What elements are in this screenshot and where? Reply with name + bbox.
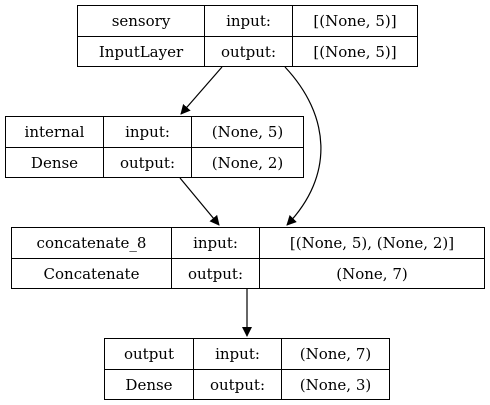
layer-type: Dense <box>125 375 173 394</box>
input-shape: (None, 5) <box>191 117 303 147</box>
node-bottom-row: Dense output: (None, 2) <box>6 147 303 177</box>
input-label: input: <box>171 228 259 258</box>
node-bottom-row: InputLayer output: [(None, 5)] <box>78 36 417 66</box>
layer-node-sensory[interactable]: sensory input: [(None, 5)] InputLayer ou… <box>77 5 418 67</box>
input-label: input: <box>193 339 281 369</box>
layer-type: InputLayer <box>98 42 184 61</box>
input-shape: (None, 7) <box>281 339 389 369</box>
node-bottom-row: Concatenate output: (None, 7) <box>12 258 484 288</box>
output-label: output: <box>193 370 281 399</box>
node-top-row: output input: (None, 7) <box>105 339 389 369</box>
layer-type: Concatenate <box>43 264 140 283</box>
output-label: output: <box>103 148 191 177</box>
layer-node-output[interactable]: output input: (None, 7) Dense output: (N… <box>104 338 390 400</box>
output-shape: (None, 7) <box>259 259 484 288</box>
edge-internal-concat <box>179 177 220 226</box>
edge-sensory-concat <box>284 66 322 226</box>
output-label: output: <box>204 37 292 66</box>
layer-type: Dense <box>30 153 79 172</box>
layer-node-internal[interactable]: internal input: (None, 5) Dense output: … <box>5 116 304 178</box>
output-label: output: <box>171 259 259 288</box>
layer-name: output <box>123 345 174 363</box>
input-label: input: <box>103 117 191 147</box>
node-bottom-row: Dense output: (None, 3) <box>105 369 389 399</box>
layer-name: concatenate_8 <box>36 234 147 252</box>
layer-name: sensory <box>111 12 171 30</box>
node-top-row: concatenate_8 input: [(None, 5), (None, … <box>12 228 484 258</box>
layer-node-concatenate[interactable]: concatenate_8 input: [(None, 5), (None, … <box>11 227 485 289</box>
output-shape: [(None, 5)] <box>292 37 417 66</box>
output-shape: (None, 3) <box>281 370 389 399</box>
output-shape: (None, 2) <box>191 148 303 177</box>
node-top-row: internal input: (None, 5) <box>6 117 303 147</box>
node-top-row: sensory input: [(None, 5)] <box>78 6 417 36</box>
layer-name: internal <box>24 123 85 141</box>
edge-sensory-internal <box>180 66 223 115</box>
input-shape: [(None, 5), (None, 2)] <box>259 228 484 258</box>
input-shape: [(None, 5)] <box>292 6 417 36</box>
input-label: input: <box>204 6 292 36</box>
